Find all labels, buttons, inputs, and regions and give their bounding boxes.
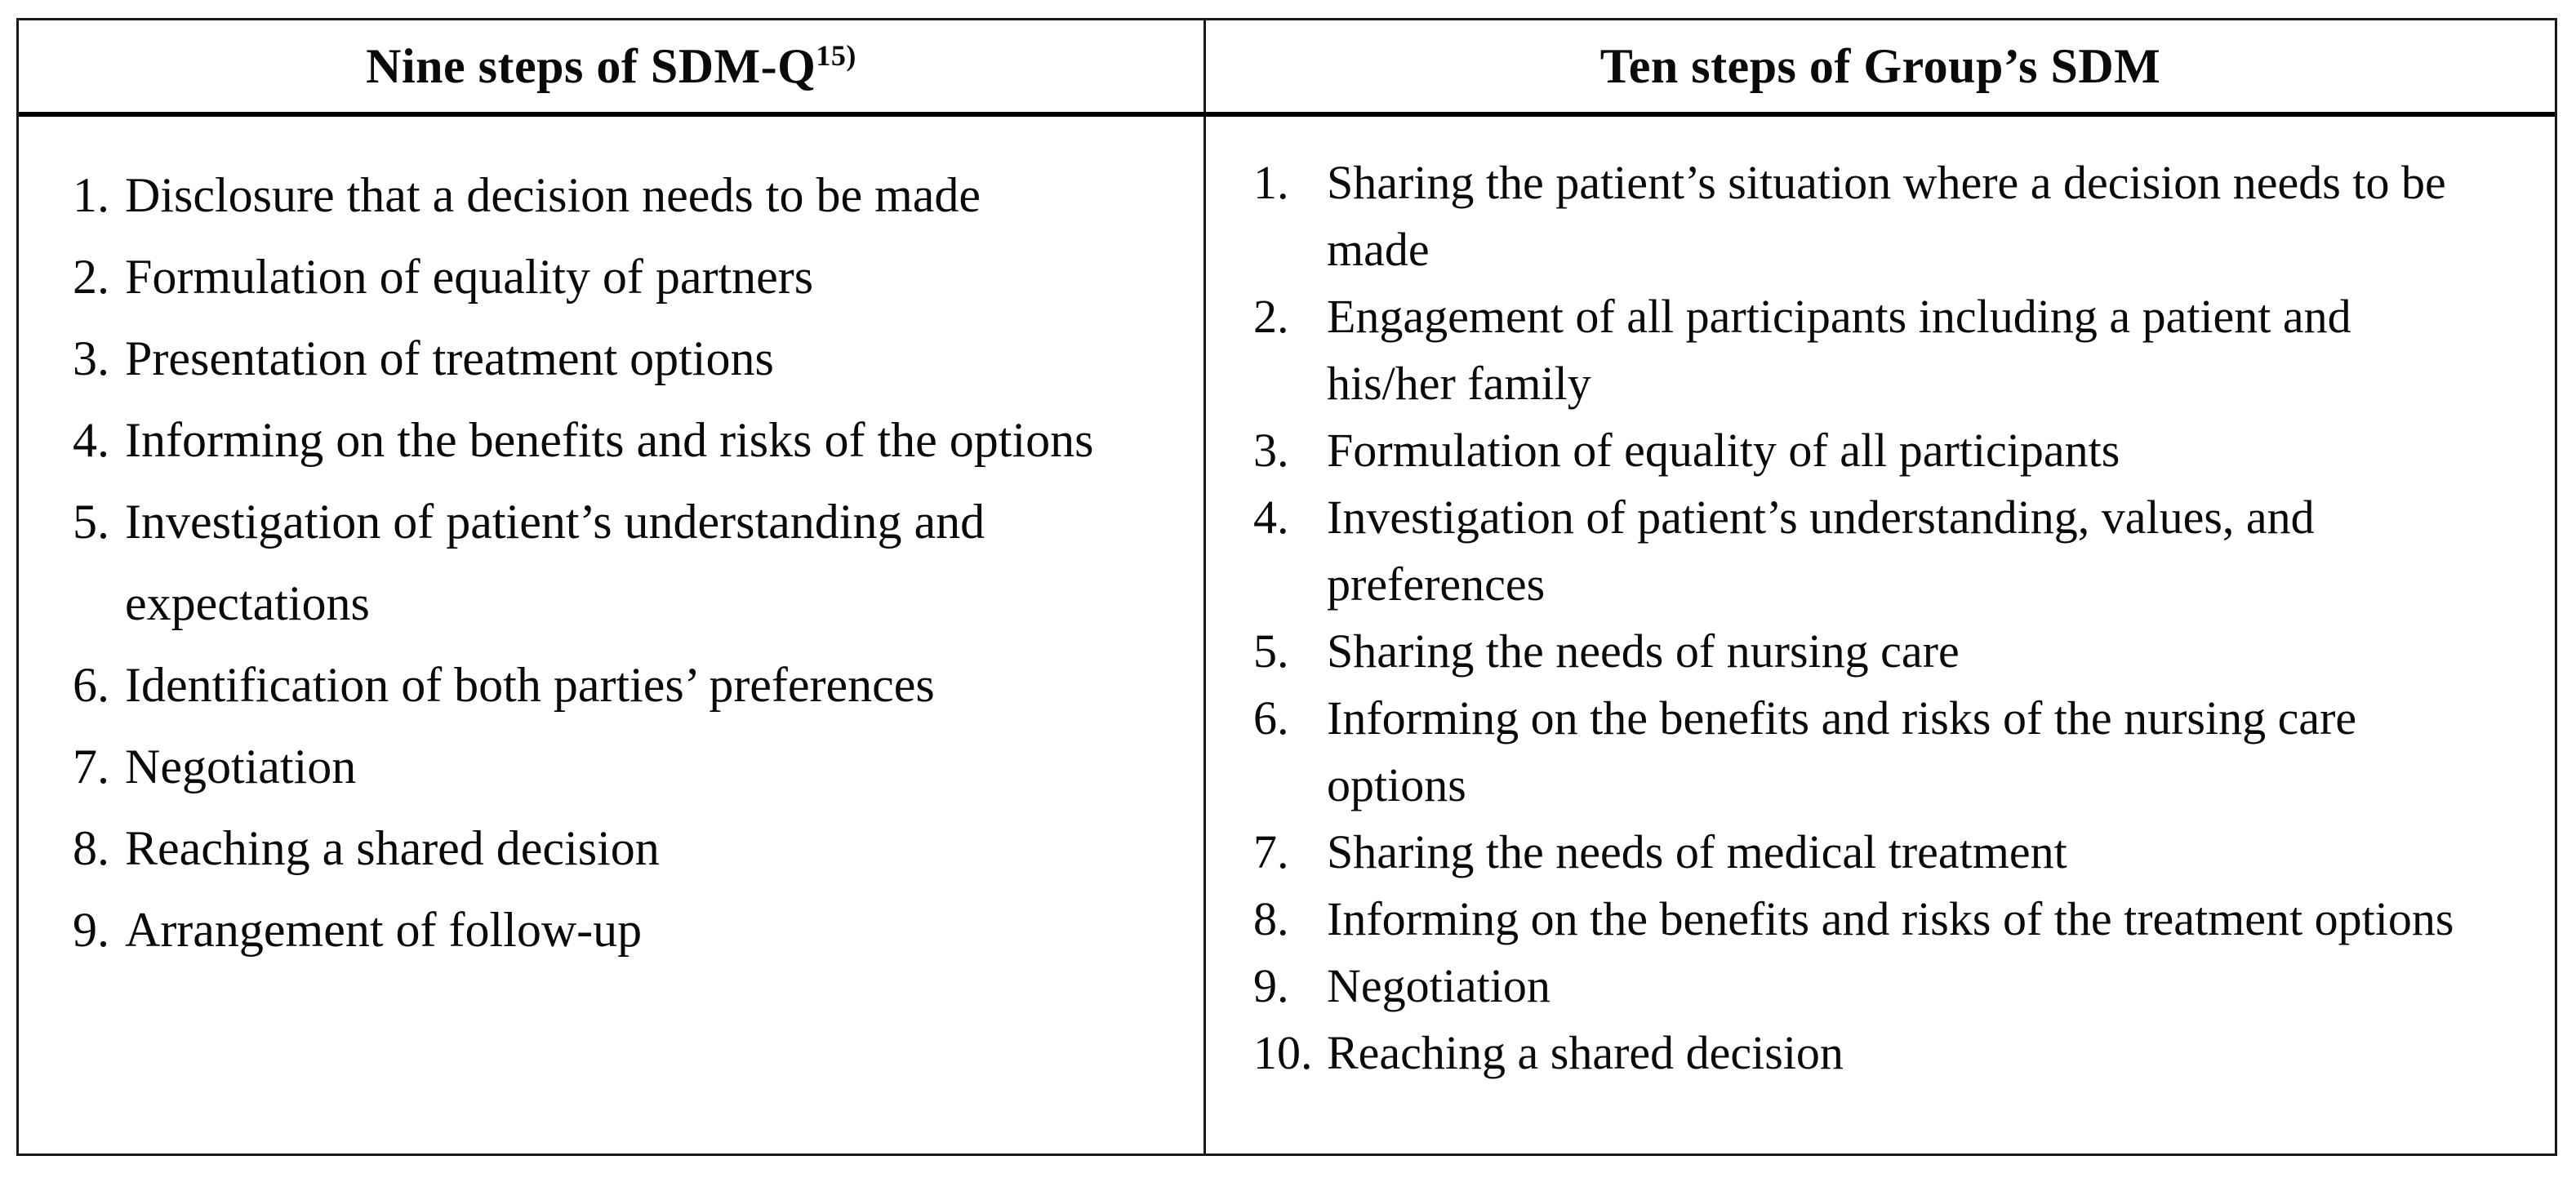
list-item-text: Investigation of patient’s understanding… bbox=[125, 495, 985, 630]
list-item-number: 7. bbox=[1253, 825, 1289, 878]
list-item-text: Informing on the benefits and risks of t… bbox=[1327, 691, 2357, 811]
list-item-number: 2. bbox=[1253, 290, 1289, 343]
list-item-text: Investigation of patient’s understanding… bbox=[1327, 491, 2315, 611]
list-item-number: 1. bbox=[73, 168, 109, 222]
list-item-text: Identification of both parties’ preferen… bbox=[125, 658, 935, 712]
list-item: 1. Sharing the patient’s situation where… bbox=[1253, 149, 2530, 283]
list-item-text: Negotiation bbox=[125, 740, 357, 793]
list-item: 5. Sharing the needs of nursing care bbox=[1253, 618, 2530, 685]
list-item-number: 5. bbox=[73, 495, 109, 549]
list-item-text: Sharing the needs of nursing care bbox=[1327, 625, 1960, 678]
list-item: 1. Disclosure that a decision needs to b… bbox=[73, 154, 1174, 236]
list-item-number: 6. bbox=[73, 658, 109, 712]
list-item-text: Disclosure that a decision needs to be m… bbox=[125, 168, 981, 222]
list-item-text: Formulation of equality of all participa… bbox=[1327, 424, 2120, 477]
list-item-number: 5. bbox=[1253, 625, 1289, 678]
column-header-sdm-q: Nine steps of SDM-Q15) bbox=[19, 20, 1206, 112]
list-item-number: 3. bbox=[73, 331, 109, 385]
list-item-number: 7. bbox=[73, 740, 109, 793]
list-item-text: Reaching a shared decision bbox=[125, 821, 660, 875]
list-item: 9. Negotiation bbox=[1253, 953, 2530, 1020]
list-item: 4. Informing on the benefits and risks o… bbox=[73, 399, 1174, 481]
list-item-text: Informing on the benefits and risks of t… bbox=[1327, 892, 2454, 945]
list-item-number: 8. bbox=[73, 821, 109, 875]
list-item-text: Presentation of treatment options bbox=[125, 331, 774, 385]
list-item: 2. Engagement of all participants includ… bbox=[1253, 283, 2530, 417]
list-item: 6. Identification of both parties’ prefe… bbox=[73, 644, 1174, 726]
table-body-row: 1. Disclosure that a decision needs to b… bbox=[19, 117, 2555, 1154]
list-item-text: Formulation of equality of partners bbox=[125, 250, 814, 304]
sdm-comparison-table: Nine steps of SDM-Q15) Ten steps of Grou… bbox=[16, 18, 2557, 1156]
list-item-text: Sharing the patient’s situation where a … bbox=[1327, 156, 2446, 276]
list-item: 2. Formulation of equality of partners bbox=[73, 236, 1174, 318]
column-header-group-sdm: Ten steps of Group’s SDM bbox=[1206, 20, 2555, 112]
list-item-number: 10. bbox=[1253, 1026, 1313, 1079]
list-item-text: Arrangement of follow-up bbox=[125, 903, 643, 957]
column-header-sdm-q-label: Nine steps of SDM-Q15) bbox=[366, 38, 856, 93]
list-item-number: 4. bbox=[1253, 491, 1289, 544]
list-item-number: 2. bbox=[73, 250, 109, 304]
list-item: 8. Informing on the benefits and risks o… bbox=[1253, 886, 2530, 953]
citation-superscript: 15) bbox=[816, 38, 856, 72]
list-item-text: Reaching a shared decision bbox=[1327, 1026, 1844, 1079]
list-item-text: Sharing the needs of medical treatment bbox=[1327, 825, 2067, 878]
list-item: 3. Formulation of equality of all partic… bbox=[1253, 417, 2530, 484]
list-item: 10. Reaching a shared decision bbox=[1253, 1020, 2530, 1087]
list-item-number: 1. bbox=[1253, 156, 1289, 209]
list-item-number: 8. bbox=[1253, 892, 1289, 945]
list-item-number: 9. bbox=[73, 903, 109, 957]
list-item: 7. Sharing the needs of medical treatmen… bbox=[1253, 819, 2530, 886]
list-item-text: Negotiation bbox=[1327, 959, 1550, 1012]
list-item: 5. Investigation of patient’s understand… bbox=[73, 481, 1174, 644]
column-header-group-sdm-label: Ten steps of Group’s SDM bbox=[1599, 38, 2161, 93]
table-header-row: Nine steps of SDM-Q15) Ten steps of Grou… bbox=[19, 20, 2555, 117]
list-item: 6. Informing on the benefits and risks o… bbox=[1253, 685, 2530, 819]
sdm-q-steps-cell: 1. Disclosure that a decision needs to b… bbox=[19, 117, 1206, 1154]
group-sdm-steps-cell: 1. Sharing the patient’s situation where… bbox=[1206, 117, 2555, 1154]
list-item: 9. Arrangement of follow-up bbox=[73, 889, 1174, 971]
list-item-number: 6. bbox=[1253, 691, 1289, 745]
list-item: 4. Investigation of patient’s understand… bbox=[1253, 484, 2530, 618]
list-item: 7. Negotiation bbox=[73, 726, 1174, 807]
list-item-number: 4. bbox=[73, 413, 109, 467]
list-item-number: 9. bbox=[1253, 959, 1289, 1012]
list-item-number: 3. bbox=[1253, 424, 1289, 477]
list-item: 8. Reaching a shared decision bbox=[73, 807, 1174, 889]
list-item-text: Informing on the benefits and risks of t… bbox=[125, 413, 1094, 467]
list-item: 3. Presentation of treatment options bbox=[73, 318, 1174, 399]
list-item-text: Engagement of all participants including… bbox=[1327, 290, 2351, 410]
